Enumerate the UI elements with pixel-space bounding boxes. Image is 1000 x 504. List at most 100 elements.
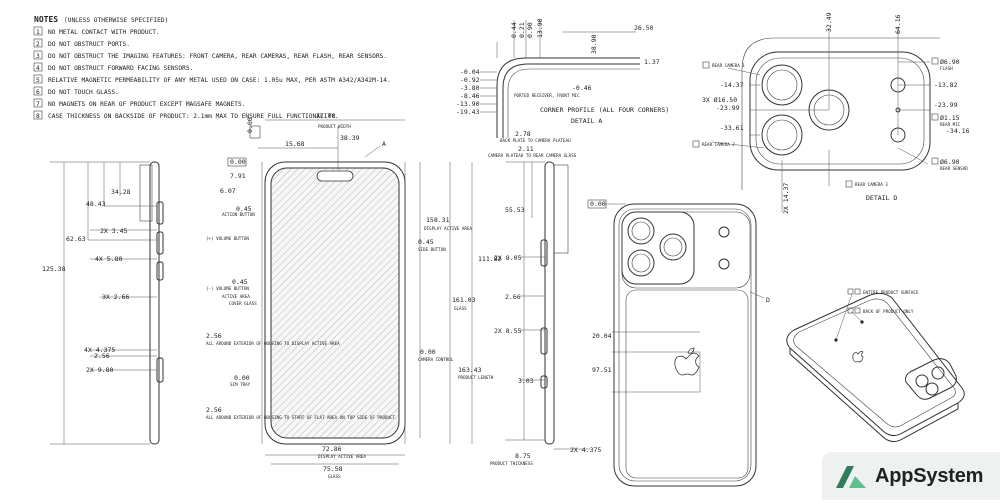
detail-left-4: -33.61 (720, 124, 744, 132)
side2-button-2 (540, 327, 548, 355)
dim-4x580: 4X 5.80 (95, 255, 122, 263)
dim-side-btn: 0.45 (418, 238, 434, 246)
detail-flash-label: FLASH (940, 66, 953, 71)
back-zero: 0.00 (590, 200, 606, 208)
detail-sensor-label: REAR SENSOR (940, 166, 968, 171)
side2-button-1 (540, 239, 548, 267)
iso-label-1: ENTIRE PRODUCT SURFACE (863, 290, 919, 295)
label-display-w: DISPLAY ACTIVE AREA (318, 454, 366, 459)
dim-display-h: 158.31 (426, 216, 450, 224)
label-bottom-border: ALL AROUND EXTERIOR OF HOUSING TO START … (206, 415, 396, 420)
label-product-len: PRODUCT LENGTH (458, 375, 494, 380)
side2-211-label: CAMERA PLATEAU TO REAR CAMERA GLASS (488, 153, 577, 158)
note-number-box (33, 98, 43, 108)
corner-left-5: -13.90 (456, 100, 480, 108)
note-number: 6 (36, 89, 40, 96)
display-area (270, 167, 400, 439)
dim-front-width: 77.08 (316, 112, 336, 120)
detail-lens-2 (761, 114, 803, 156)
side2-278: 2.78 (515, 130, 531, 138)
dim-sim: 0.00 (234, 374, 250, 382)
iso-view: ENTIRE PRODUCT SURFACE BACK OF PRODUCT O… (786, 288, 965, 442)
corner-left-4: -8.46 (460, 92, 480, 100)
detail-cam1: REAR CAMERA 1 (712, 63, 745, 68)
detail-cam3: REAR CAMERA 3 (855, 182, 888, 187)
note-text: CASE THICKNESS ON BACKSIDE OF PRODUCT: 2… (48, 113, 339, 120)
note-text: DO NOT OBSTRUCT THE IMAGING FEATURES: FR… (48, 53, 387, 60)
dim-6263: 62.63 (66, 235, 86, 243)
note-number-box (33, 86, 43, 96)
note-number-box (33, 26, 43, 36)
dim-action: 0.45 (236, 205, 252, 213)
dim-3428: 34.28 (111, 188, 131, 196)
side2-2x855: 2X 8.55 (494, 327, 521, 335)
corner-left-3: -3.80 (460, 84, 480, 92)
dim-front-width-label: PRODUCT WIDTH (318, 124, 351, 129)
label-action: ACTION BUTTON (222, 212, 255, 217)
detail-mic-dim: Ø1.15 (940, 114, 960, 122)
iso-apple-logo-icon (852, 351, 864, 363)
corner-137: 1.37 (644, 58, 660, 66)
label-border: ALL AROUND EXTERIOR OF HOUSING TO DISPLA… (206, 341, 340, 346)
note-text: DO NOT OBSTRUCT FORWARD FACING SENSORS. (48, 65, 193, 72)
corner-3890: 38.90 (590, 34, 598, 54)
side2-body (544, 161, 555, 445)
corner-2650: 26.50 (634, 24, 654, 32)
back-9751: 97.51 (592, 366, 612, 374)
detail-v1437: 2X 14.37 (782, 183, 790, 214)
corner-left-6: -19.43 (456, 108, 480, 116)
note-number: 4 (36, 65, 40, 72)
corner-top-3: 0.90 (526, 22, 534, 38)
apple-logo-icon (674, 347, 700, 376)
note-text: DO NOT TOUCH GLASS. (48, 89, 119, 96)
side2-2x4375: 2X 4.375 (570, 446, 601, 454)
notes-title: NOTES (34, 15, 58, 24)
note-number-box (33, 62, 43, 72)
note-number-box (33, 110, 43, 120)
dim-vol-down: 0.45 (232, 278, 248, 286)
side2-266: 2.66 (505, 293, 521, 301)
corner-profile: 0.44 0.21 0.90 13.90 26.50 38.90 1.37 -0… (456, 18, 669, 138)
corner-receiver: PORTED RECEIVER, FRONT MIC (514, 93, 580, 98)
detail-left-1: -14.37 (720, 81, 744, 89)
side2-303: 3.03 (518, 377, 534, 385)
label-active-area: ACTIVE AREA (222, 294, 250, 299)
detail-left-3: -23.99 (716, 104, 740, 112)
corner-top-1: 0.44 (510, 22, 518, 38)
label-side-btn: SIDE BUTTON (418, 247, 446, 252)
side-button-2 (156, 231, 164, 255)
label-camera-ctrl: CAMERA CONTROL (418, 357, 454, 362)
note-number: 7 (36, 101, 40, 108)
dim-607: 6.07 (220, 187, 236, 195)
note-text: NO MAGNETS ON REAR OF PRODUCT EXCEPT MAG… (48, 101, 245, 108)
detail-right-1: -13.82 (934, 81, 958, 89)
note-text: RELATIVE MAGNETIC PERMEABILITY OF ANY ME… (48, 77, 391, 84)
detail-3416: -34.16 (946, 127, 970, 135)
brand-name: AppSystem (875, 464, 984, 487)
dim-glass-h: 161.03 (452, 296, 476, 304)
dim-1568: 15.68 (285, 140, 305, 148)
front-view: 77.08 PRODUCT WIDTH 15.68 38.39 0.00 0.0… (206, 112, 494, 479)
note-number-box (33, 38, 43, 48)
dim-zero-b: 0.00 (230, 158, 246, 166)
ref-a: A (382, 140, 386, 148)
side2-11182: 111.82 (478, 255, 502, 263)
side2-thick-label: PRODUCT THICKNESS (490, 461, 533, 466)
appsystem-logo-icon (836, 466, 866, 488)
back-lens-2 (627, 249, 655, 277)
detail-top-1: 32.49 (825, 12, 833, 32)
side2-5553: 55.53 (505, 206, 525, 214)
dim-2x345: 2X 3.45 (100, 227, 127, 235)
dim-bottom-border: 2.56 (206, 406, 222, 414)
side2-camera-bump (553, 164, 569, 254)
side-button-4 (156, 357, 164, 383)
dim-256: 2.56 (94, 352, 110, 360)
label-vol-down: (-) VOLUME BUTTON (206, 286, 249, 291)
detail-lens-1 (761, 64, 803, 106)
label-glass-w: GLASS (328, 474, 341, 479)
side-button-3 (156, 261, 164, 281)
label-glass-h: GLASS (454, 306, 467, 311)
label-sim: SIM TRAY (230, 382, 251, 387)
